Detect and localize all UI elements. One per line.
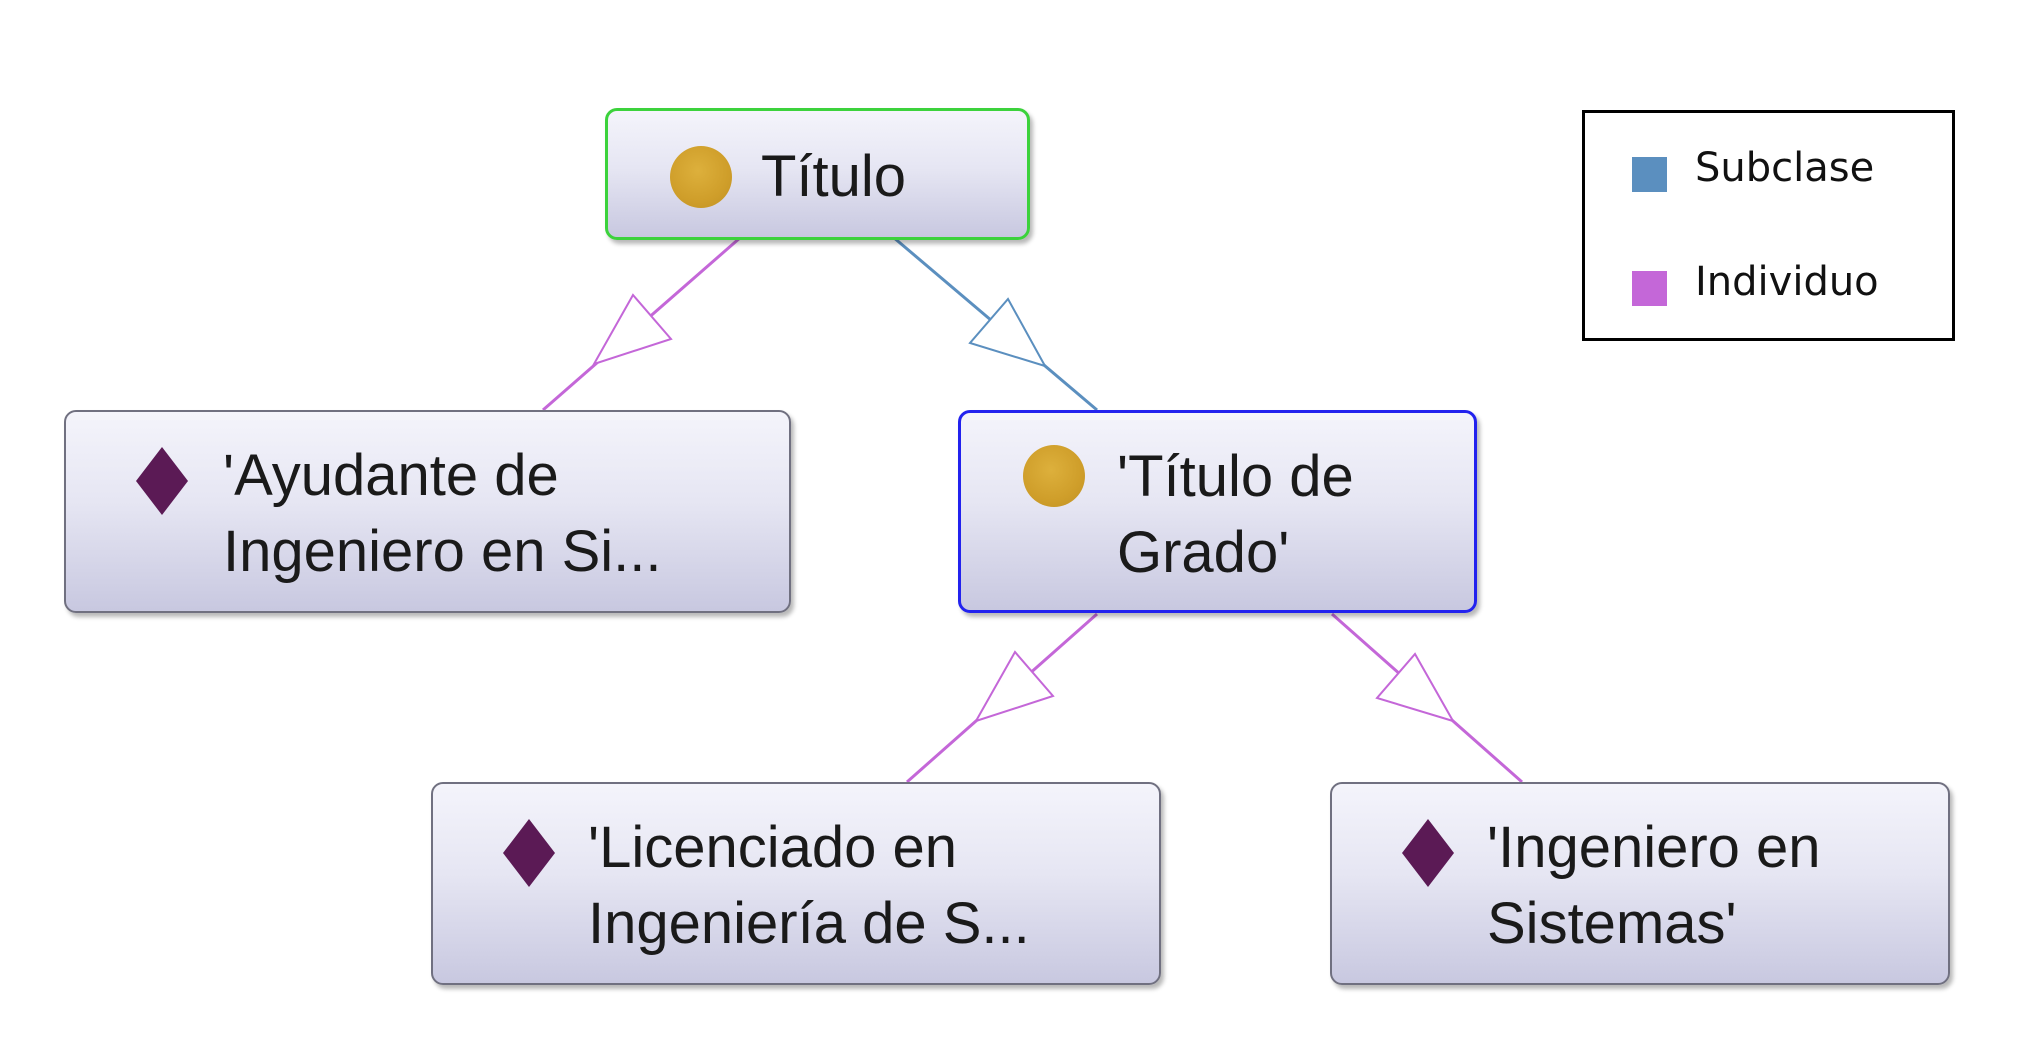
node-label: 'Ayudante de Ingeniero en Si... bbox=[223, 443, 662, 584]
individual-diamond-icon bbox=[136, 447, 188, 515]
legend-label-subclase: Subclase bbox=[1695, 145, 1875, 191]
node-titulo-grado[interactable]: 'Título de Grado' bbox=[958, 410, 1477, 613]
individual-diamond-icon bbox=[1402, 819, 1454, 887]
legend-swatch-subclase bbox=[1632, 157, 1667, 192]
node-label: 'Licenciado en Ingeniería de S... bbox=[588, 815, 1030, 956]
node-ingeniero[interactable]: 'Ingeniero en Sistemas' bbox=[1330, 782, 1950, 985]
class-circle-icon bbox=[1023, 445, 1085, 507]
legend: Subclase Individuo bbox=[1582, 110, 1955, 341]
node-label: 'Título de Grado' bbox=[1117, 444, 1354, 585]
legend-label-individuo: Individuo bbox=[1695, 259, 1879, 305]
node-titulo[interactable]: Título bbox=[605, 108, 1030, 240]
node-ayudante[interactable]: 'Ayudante de Ingeniero en Si... bbox=[64, 410, 791, 613]
edge-arrowhead bbox=[1375, 652, 1456, 723]
individual-diamond-icon bbox=[503, 819, 555, 887]
node-licenciado[interactable]: 'Licenciado en Ingeniería de S... bbox=[431, 782, 1161, 985]
class-circle-icon bbox=[670, 146, 732, 208]
node-label: 'Ingeniero en Sistemas' bbox=[1487, 815, 1821, 956]
edge-arrowhead bbox=[968, 297, 1048, 368]
node-label: Título bbox=[761, 144, 907, 209]
edge-arrowhead bbox=[973, 650, 1055, 723]
legend-swatch-individuo bbox=[1632, 271, 1667, 306]
edge-arrowhead bbox=[591, 293, 673, 366]
